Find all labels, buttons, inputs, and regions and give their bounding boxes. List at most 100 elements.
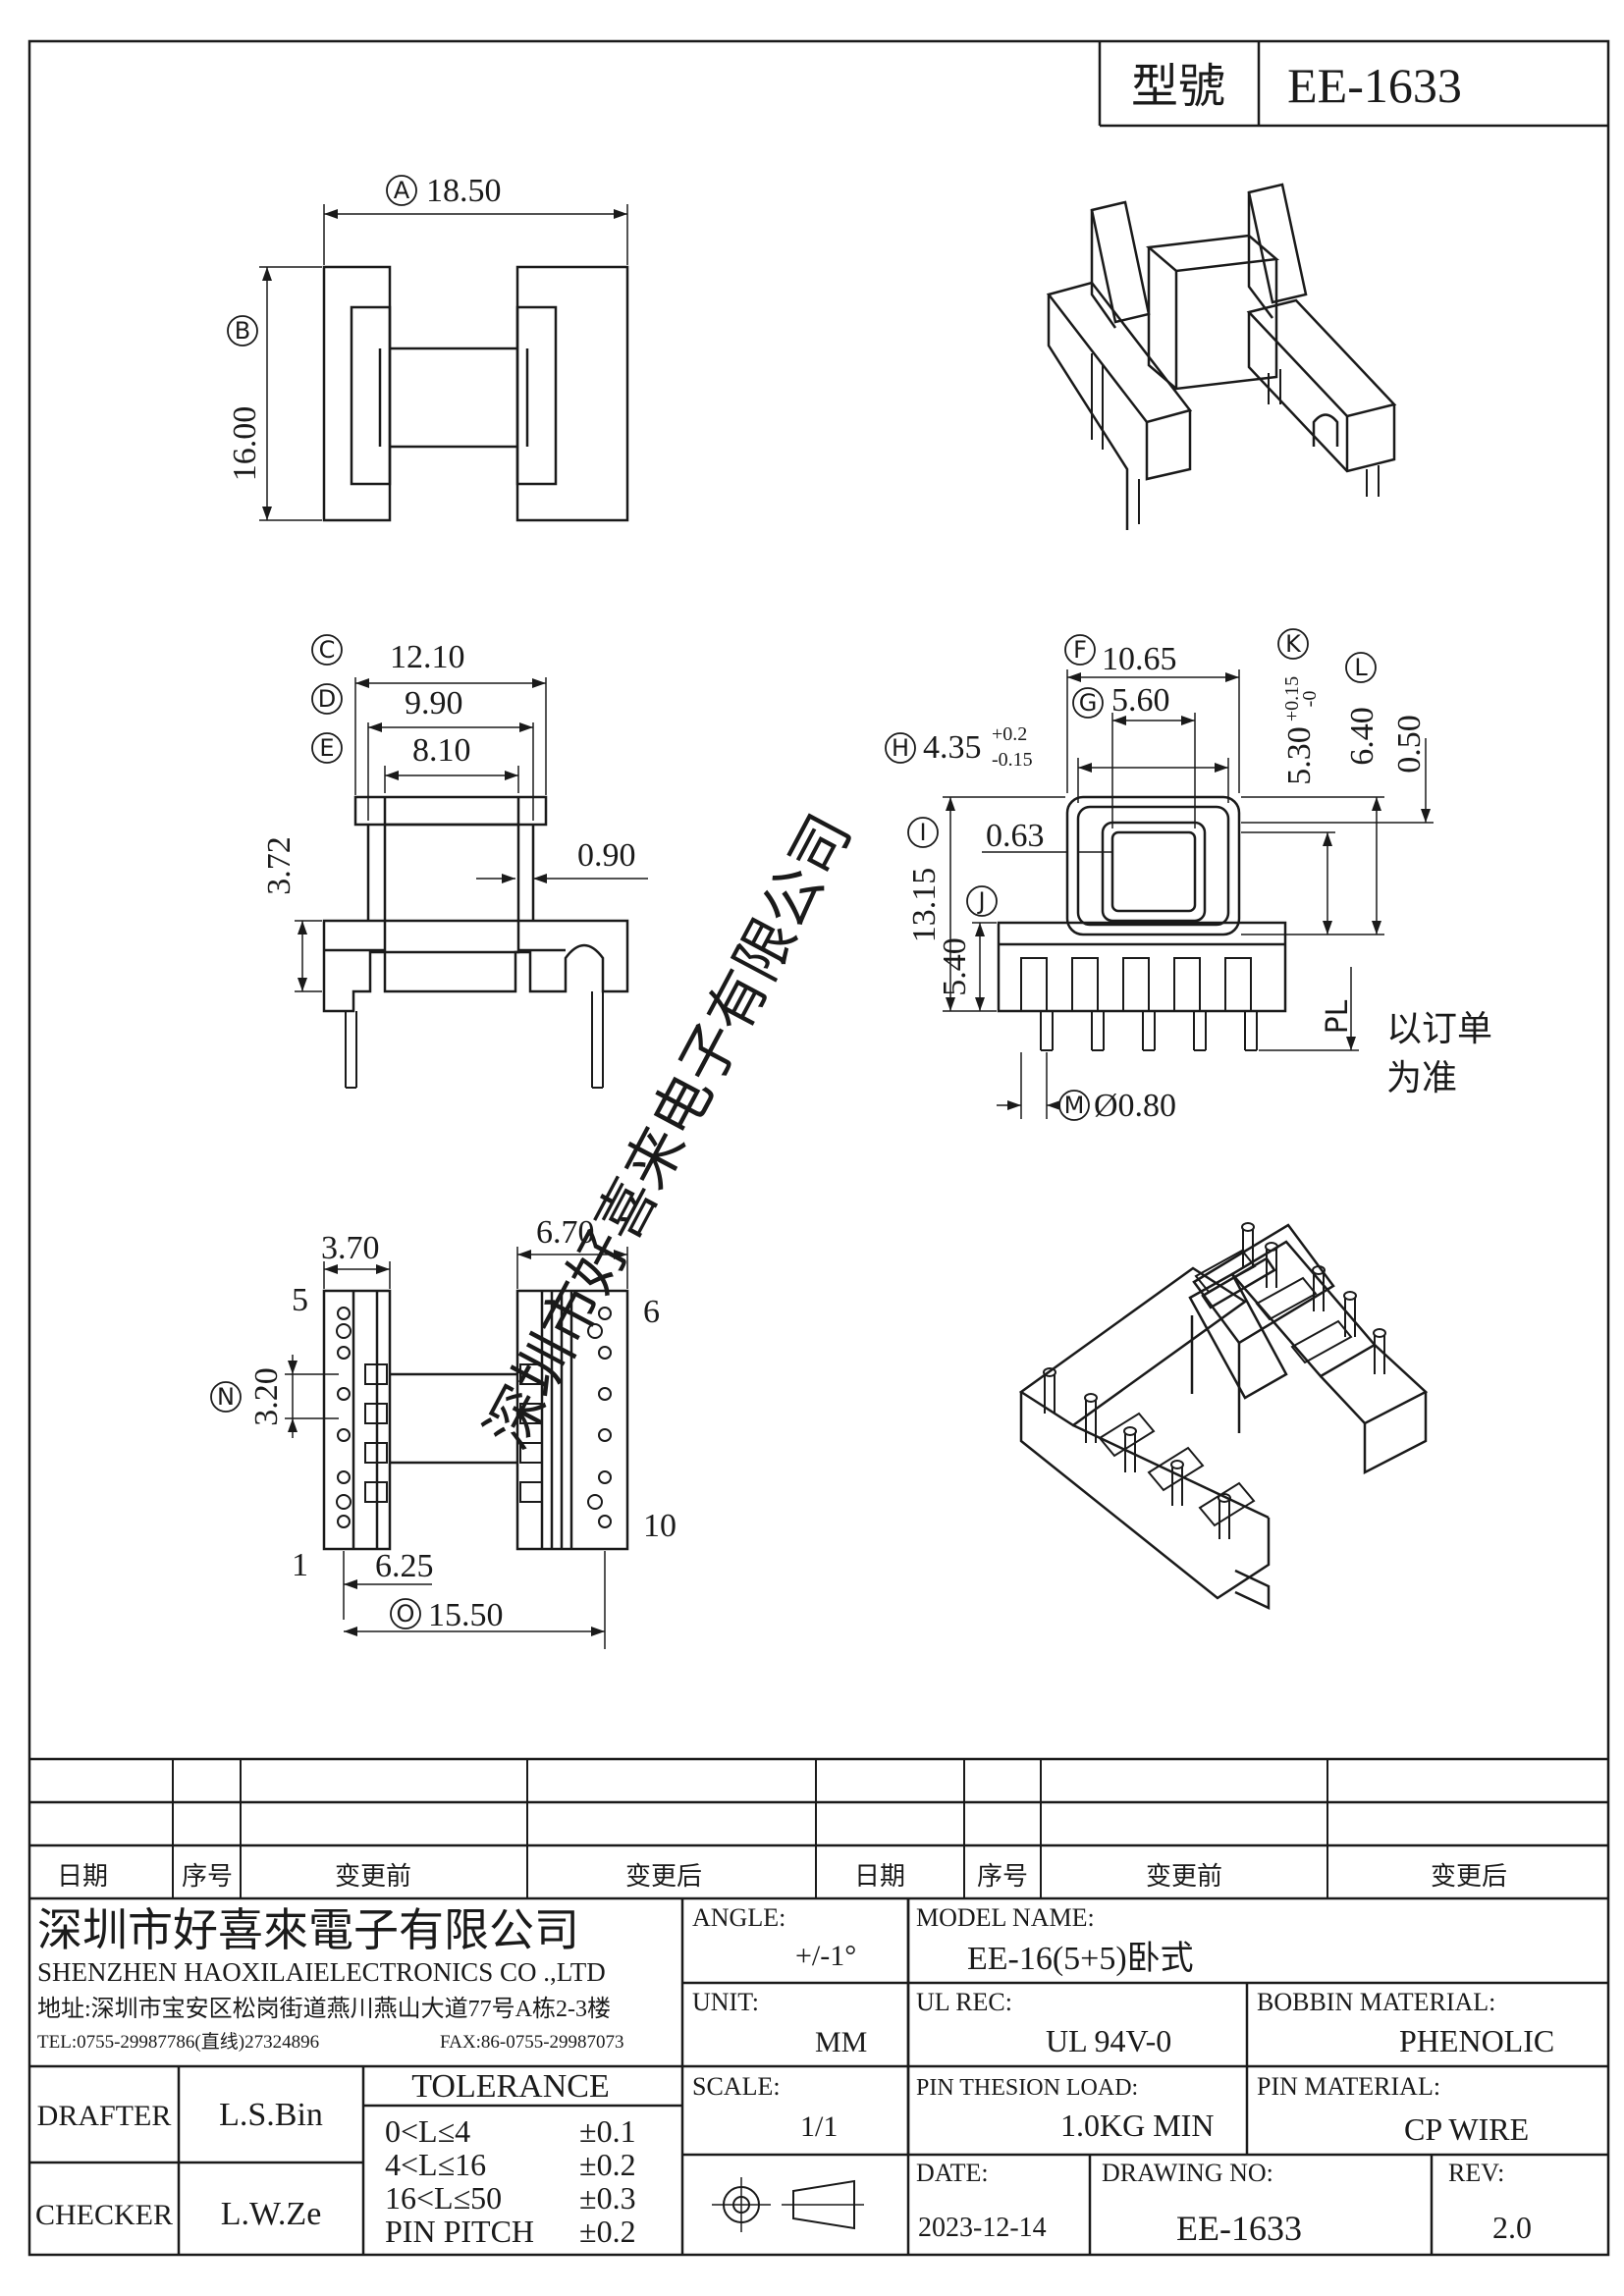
dim-g-letter: G (1079, 689, 1098, 717)
company-name-en: SHENZHEN HAOXILAIELECTRONICS CO .,LTD (37, 1957, 606, 1987)
rev-header-seq-2: 序号 (977, 1862, 1028, 1891)
front-view (295, 634, 648, 1089)
front-height: 3.72 (261, 836, 298, 895)
dim-m-value: Ø0.80 (1094, 1088, 1176, 1124)
tolerance-range-3: 16<L≤50 (385, 2180, 502, 2216)
model-name-value: EE-16(5+5)卧式 (967, 1941, 1194, 1977)
company-address: 地址:深圳市宝安区松岗街道燕川燕山大道77号A栋2-3楼 (37, 1996, 611, 2022)
rev-label: REV: (1448, 2159, 1504, 2187)
ul-rec-value: UL 94V-0 (1046, 2023, 1171, 2058)
dim-a-value: 18.50 (426, 173, 502, 209)
rev-header-date-1: 日期 (57, 1862, 108, 1891)
dim-i-value: 13.15 (906, 868, 943, 943)
rev-header-after-1: 变更后 (625, 1862, 702, 1891)
pin-load-label: PIN THESION LOAD: (916, 2075, 1138, 2101)
tolerance-title: TOLERANCE (411, 2068, 609, 2105)
pin-10-label: 10 (643, 1508, 677, 1544)
dim-c-value: 12.10 (390, 639, 465, 675)
dim-b-letter: B (235, 317, 250, 345)
scale-label: SCALE: (692, 2072, 781, 2101)
checker-name: L.W.Ze (221, 2196, 322, 2232)
pin-5-label: 5 (292, 1282, 308, 1318)
bottom-view (210, 1247, 629, 1649)
iso-view-top (1046, 183, 1397, 530)
unit-label: UNIT: (692, 1988, 759, 2016)
dim-e-value: 8.10 (412, 732, 471, 769)
dim-e-letter: E (319, 734, 334, 762)
bobbin-material-label: BOBBIN MATERIAL: (1257, 1988, 1495, 2016)
company-name-cn: 深圳市好喜來電子有限公司 (37, 1905, 579, 1955)
dim-n-value: 3.20 (248, 1367, 285, 1426)
company-tel: TEL:0755-29987786(直线)27324896 (37, 2031, 319, 2053)
bottom-width-right: 6.70 (536, 1214, 595, 1251)
drawing-no-value: EE-1633 (1176, 2209, 1302, 2248)
iso-view-bottom (1018, 1222, 1429, 1610)
dim-h-letter: H (892, 734, 909, 762)
dim-h-tol-minus: -0.15 (992, 749, 1033, 771)
dim-c-letter: C (319, 636, 336, 664)
date-value: 2023-12-14 (918, 2213, 1047, 2243)
dim-d-letter: D (318, 685, 336, 713)
side-top-gap: 0.50 (1391, 715, 1428, 774)
dim-o-value: 15.50 (428, 1597, 504, 1633)
dim-f-letter: F (1073, 636, 1087, 664)
bottom-pin-spacing: 6.25 (375, 1548, 434, 1584)
bobbin-material-value: PHENOLIC (1399, 2023, 1554, 2058)
dim-k-tol-plus: +0.15 (1281, 676, 1303, 721)
dim-o-letter: O (397, 1600, 415, 1628)
rev-header-before-1: 变更前 (335, 1862, 411, 1891)
model-value: EE-1633 (1287, 58, 1462, 113)
dim-k-value: 5.30 (1281, 726, 1318, 785)
tolerance-range-4: PIN PITCH (385, 2214, 534, 2249)
pin-load-value: 1.0KG MIN (1060, 2108, 1214, 2143)
model-label: 型號 (1131, 61, 1225, 113)
pl-label: PL (1321, 999, 1355, 1034)
tolerance-value-3: ±0.3 (579, 2180, 636, 2216)
dim-m-letter: M (1064, 1092, 1085, 1119)
rev-header-date-2: 日期 (854, 1862, 905, 1891)
dim-l-letter: L (1354, 654, 1368, 681)
tolerance-value-2: ±0.2 (579, 2147, 636, 2182)
dim-a-letter: A (394, 177, 410, 204)
rev-value: 2.0 (1492, 2210, 1532, 2245)
dim-h-value: 4.35 (923, 729, 982, 766)
rev-header-after-2: 变更后 (1431, 1862, 1507, 1891)
tolerance-range-2: 4<L≤16 (385, 2147, 486, 2182)
angle-label: ANGLE: (692, 1903, 785, 1932)
company-fax: FAX:86-0755-29987073 (440, 2032, 624, 2053)
pl-note-line1: 以订单 (1386, 1009, 1492, 1048)
rev-header-before-2: 变更前 (1146, 1862, 1222, 1891)
drafter-label: DRAFTER (37, 2100, 172, 2132)
dim-j-letter: J (976, 887, 985, 915)
date-label: DATE: (916, 2159, 989, 2187)
dim-i-letter: I (919, 819, 926, 846)
pin-1-label: 1 (292, 1547, 308, 1583)
dim-d-value: 9.90 (405, 685, 463, 721)
dim-l-value: 6.40 (1344, 707, 1380, 766)
dim-g-value: 5.60 (1111, 682, 1170, 719)
pin-6-label: 6 (643, 1294, 660, 1330)
pin-material-value: CP WIRE (1404, 2111, 1529, 2147)
drawing-no-label: DRAWING NO: (1102, 2159, 1273, 2187)
checker-label: CHECKER (35, 2199, 173, 2231)
scale-value: 1/1 (800, 2110, 838, 2143)
rev-header-seq-1: 序号 (182, 1862, 233, 1891)
dim-b-value: 16.00 (227, 406, 263, 482)
title-block (29, 1757, 1608, 2255)
side-wall: 0.63 (986, 818, 1045, 854)
pl-note-line2: 为准 (1386, 1058, 1457, 1097)
front-slot: 0.90 (577, 837, 636, 874)
unit-value: MM (815, 2026, 867, 2058)
drafter-name: L.S.Bin (219, 2097, 323, 2133)
dim-n-letter: N (217, 1383, 235, 1411)
tolerance-value-1: ±0.1 (579, 2113, 636, 2149)
dim-k-letter: K (1285, 630, 1302, 658)
ul-rec-label: UL REC: (916, 1988, 1012, 2016)
dim-j-value: 5.40 (937, 937, 973, 996)
model-name-label: MODEL NAME: (916, 1903, 1095, 1932)
tolerance-value-4: ±0.2 (579, 2214, 636, 2249)
dim-f-value: 10.65 (1102, 641, 1177, 677)
dim-k-tol-minus: -0 (1299, 691, 1321, 708)
bottom-width-left: 3.70 (321, 1230, 380, 1266)
